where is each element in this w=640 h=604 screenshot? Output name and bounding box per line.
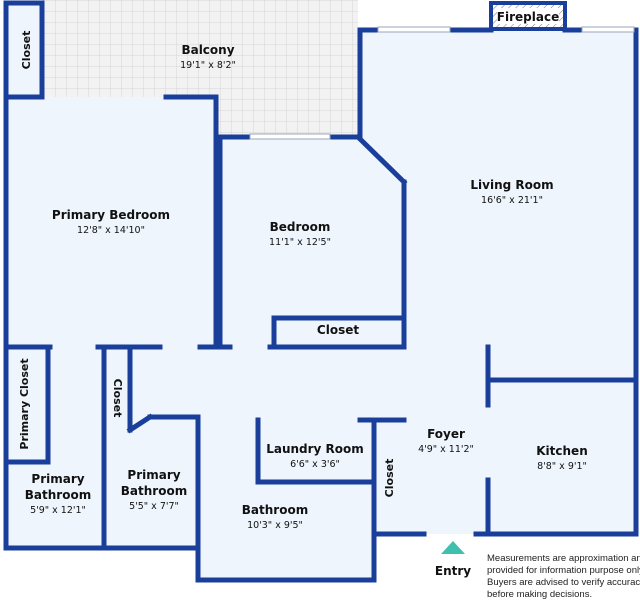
foyer-floor — [404, 380, 488, 534]
primary-closet-floor — [6, 347, 48, 462]
window — [249, 133, 331, 140]
primary-bedroom-name: Primary Bedroom — [52, 208, 170, 222]
fireplace-label: Fireplace — [497, 10, 559, 24]
primary-bathroom-1-floor — [6, 462, 104, 548]
fireplace-label-bg — [497, 8, 559, 24]
primary-bathroom-1-name-line2: Bathroom — [25, 488, 91, 502]
living-room-dims: 16'6" x 21'1" — [481, 195, 543, 206]
closet-foyer-label: Closet — [383, 459, 396, 498]
closet-bedroom-floor — [276, 318, 404, 347]
primary-bedroom-floor — [6, 97, 216, 347]
living-room-name: Living Room — [470, 178, 553, 192]
primary-bathroom-2-dims: 5'5" x 7'7" — [129, 501, 179, 512]
primary-bathroom-1-upper-floor — [48, 347, 104, 462]
laundry-room-name: Laundry Room — [266, 442, 364, 456]
bedroom-dims: 11'1" x 12'5" — [269, 237, 331, 248]
closet-top-left-floor — [6, 3, 42, 97]
primary-bathroom-2-floor — [104, 417, 198, 548]
balcony-dims: 19'1" x 8'2" — [180, 60, 236, 71]
foyer-name: Foyer — [427, 427, 465, 441]
closet-hall-label: Closet — [111, 379, 124, 418]
primary-bathroom-1-name-line1: Primary — [31, 472, 84, 486]
bedroom-floor — [220, 137, 404, 347]
kitchen-dims: 8'8" x 9'1" — [537, 461, 587, 472]
entry-label: Entry — [435, 564, 471, 578]
bedroom-name: Bedroom — [270, 220, 331, 234]
bathroom-dims: 10'3" x 9'5" — [247, 520, 303, 531]
primary-bathroom-1-dims: 5'9" x 12'1" — [30, 505, 86, 516]
primary-bathroom-2-name-line1: Primary — [127, 468, 180, 482]
window — [581, 26, 635, 33]
room-labels: Closet Balcony 19'1" x 8'2" Fireplace Pr… — [18, 10, 588, 578]
walls — [3, 0, 639, 583]
balcony-name: Balcony — [181, 43, 234, 57]
closet-top-left-label: Closet — [20, 31, 33, 70]
disclaimer: Measurements are approximation and provi… — [487, 553, 640, 601]
closet-foyer-floor — [374, 420, 404, 534]
disclaimer-line: Buyers are advised to verify accuracy — [487, 577, 640, 588]
primary-bathroom-2-name-line2: Bathroom — [121, 484, 187, 498]
disclaimer-line: provided for information purpose only. — [487, 565, 640, 576]
window — [377, 26, 451, 33]
closet-bedroom-label: Closet — [317, 323, 359, 337]
kitchen-name: Kitchen — [536, 444, 588, 458]
foyer-dims: 4'9" x 11'2" — [418, 444, 474, 455]
primary-bedroom-dims: 12'8" x 14'10" — [77, 225, 145, 236]
bathroom-name: Bathroom — [242, 503, 308, 517]
kitchen-floor — [488, 380, 638, 534]
disclaimer-line: before making decisions. — [487, 589, 593, 600]
disclaimer-line: Measurements are approximation and — [487, 553, 640, 564]
laundry-room-dims: 6'6" x 3'6" — [290, 459, 340, 470]
floor-fills — [6, 0, 638, 580]
bathroom-floor — [198, 417, 374, 580]
living-room-floor — [362, 30, 638, 380]
entry-marker — [441, 541, 465, 554]
windows — [249, 26, 635, 140]
primary-closet-label: Primary Closet — [18, 358, 31, 449]
